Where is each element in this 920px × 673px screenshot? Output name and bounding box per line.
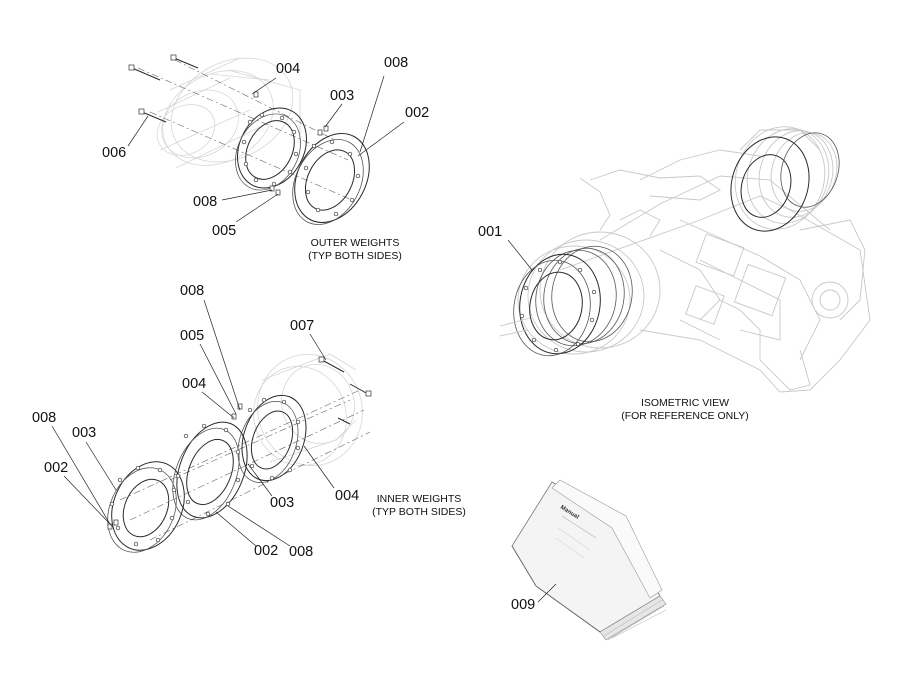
iso-right-hub: [730, 126, 840, 232]
outer-label-008-b: 008: [193, 194, 218, 210]
outer-weights-assembly: [127, 54, 405, 225]
outer-small-parts: [253, 91, 329, 196]
inner-weights-caption-line2: (TYP BOTH SIDES): [372, 506, 466, 518]
outer-label-003: 003: [330, 88, 355, 104]
inner-label-008-b: 008: [32, 410, 57, 426]
inner-hub-ghost: [253, 353, 363, 467]
manual-label-009: 009: [511, 597, 536, 613]
isometric-caption-line2: (FOR REFERENCE ONLY): [621, 410, 749, 422]
outer-weights-caption: OUTER WEIGHTS (TYP BOTH SIDES): [300, 237, 410, 263]
inner-label-003-a: 003: [72, 425, 97, 441]
inner-label-008-a: 008: [180, 283, 205, 299]
inner-label-002-a: 002: [44, 460, 69, 476]
isometric-axle-view: [499, 126, 871, 393]
inner-label-004-a: 004: [182, 376, 207, 392]
inner-ring-bolts: [109, 397, 301, 547]
inner-weights-caption: INNER WEIGHTS (TYP BOTH SIDES): [364, 493, 474, 519]
inner-weights-assembly: [51, 299, 372, 553]
outer-label-008-a: 008: [384, 55, 409, 71]
outer-ring-004: [235, 107, 307, 191]
outer-leader-lines: [127, 75, 405, 223]
outer-ring-bolts: [241, 112, 361, 217]
outer-hub-ghost: [156, 57, 301, 169]
outer-label-006: 006: [102, 145, 127, 161]
inner-label-007: 007: [290, 318, 315, 334]
outer-label-005: 005: [212, 223, 237, 239]
outer-weights-caption-line1: OUTER WEIGHTS: [310, 237, 400, 249]
inner-weights-caption-line1: INNER WEIGHTS: [376, 493, 462, 505]
outer-label-004: 004: [276, 61, 301, 77]
inner-ring-004: [237, 394, 307, 484]
manual-booklet: Manual: [511, 479, 667, 641]
outer-bolts-006: [128, 54, 199, 123]
isometric-caption-line1: ISOMETRIC VIEW: [640, 397, 730, 409]
axle-housing: [559, 129, 871, 393]
inner-label-005: 005: [180, 328, 205, 344]
iso-label-001: 001: [478, 224, 503, 240]
outer-label-002: 002: [405, 105, 430, 121]
inner-label-008-c: 008: [289, 544, 314, 560]
inner-label-004-b: 004: [335, 488, 360, 504]
outer-ring-002: [292, 133, 370, 225]
inner-leader-lines: [51, 299, 335, 547]
outer-weights-caption-line2: (TYP BOTH SIDES): [308, 250, 402, 262]
inner-bolts-007: [318, 356, 372, 425]
leader-001: [507, 239, 533, 271]
leader-009: [537, 583, 557, 603]
inner-label-003-b: 003: [270, 495, 295, 511]
iso-left-hub-001: [499, 231, 661, 357]
inner-label-002-b: 002: [254, 543, 279, 559]
isometric-caption: ISOMETRIC VIEW (FOR REFERENCE ONLY): [610, 397, 760, 423]
